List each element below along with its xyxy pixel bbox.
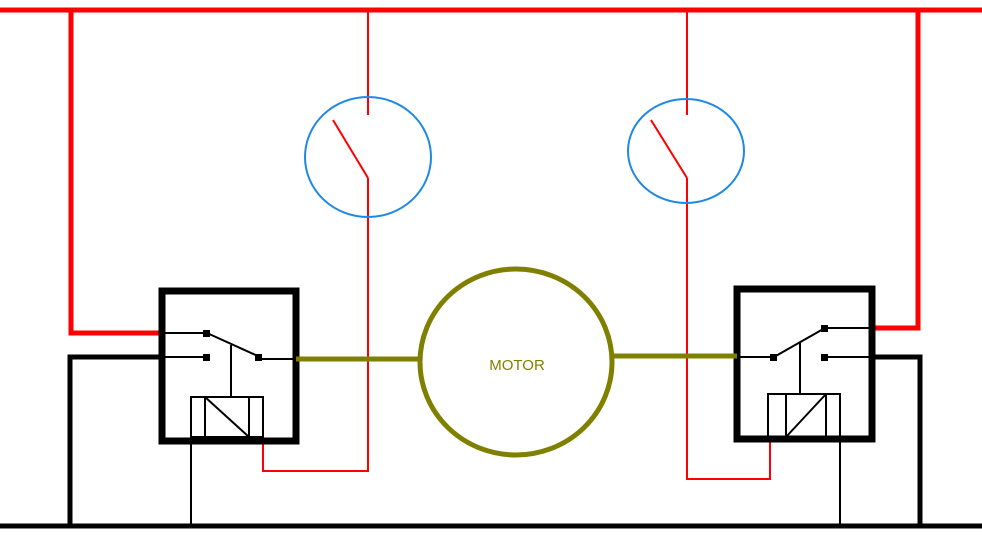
motor-label: MOTOR xyxy=(489,357,545,374)
right-switch-outline xyxy=(627,98,745,204)
right-switch-contact-lever xyxy=(650,119,688,179)
motor-body xyxy=(417,266,615,458)
right-relay xyxy=(733,285,876,443)
right-relay-coil xyxy=(767,393,841,438)
left-switch-output xyxy=(262,178,369,472)
right-push-switch xyxy=(627,98,745,204)
motor-leads xyxy=(296,353,737,362)
right-relay-housing xyxy=(733,285,876,443)
right-switch-output xyxy=(686,178,771,480)
switch-signal-wiring xyxy=(262,10,771,480)
right-relay-contacts xyxy=(737,325,874,394)
left-switch-outline xyxy=(304,96,432,218)
left-relay-housing xyxy=(158,287,300,445)
motor: MOTOR xyxy=(417,266,615,458)
positive-feed-left-relay xyxy=(68,10,162,336)
left-switch-contact-lever xyxy=(332,119,369,179)
ground-left-relay-nc xyxy=(67,354,162,526)
positive-feed-right-relay xyxy=(874,10,921,331)
left-relay xyxy=(158,287,300,445)
positive-supply-wiring xyxy=(0,7,982,336)
left-relay-contacts xyxy=(162,330,296,397)
left-push-switch xyxy=(304,96,432,218)
ground-wiring xyxy=(0,354,982,529)
left-relay-coil xyxy=(190,396,264,438)
ground-right-relay-nc xyxy=(874,354,923,526)
